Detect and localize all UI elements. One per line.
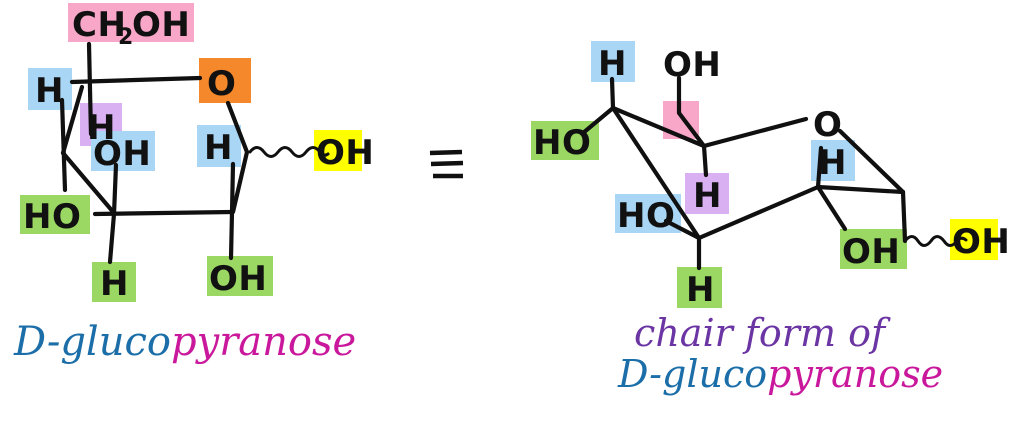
highlight-anomeric-oh-left <box>314 130 362 171</box>
bond-c5-spur <box>60 84 85 156</box>
bond-c2-h-up <box>229 161 236 215</box>
highlight-c5-h-left <box>28 68 72 110</box>
highlight-c3-oh-left <box>91 131 155 171</box>
label-haworth-c3-h: H <box>87 108 116 148</box>
highlight-c3-ho-right <box>615 194 681 233</box>
bond-chair-c5-h <box>609 76 616 111</box>
label-haworth-c4-h: H <box>100 264 129 304</box>
bond-chair-c4-h <box>701 143 709 178</box>
label-chair-c6-oh: OH <box>663 45 721 85</box>
highlight-c2-oh-left <box>207 256 273 296</box>
bond-c5-ringO <box>69 75 203 85</box>
bond-c3-h-down <box>107 211 117 265</box>
highlight-c4-h-right <box>685 173 729 214</box>
highlight-ch2oh <box>68 3 194 42</box>
label-ch2oh-c: CH <box>72 5 126 45</box>
bond-chair-c2-c3 <box>696 184 821 241</box>
label-haworth-anomeric-oh: OH <box>316 133 374 173</box>
caption-chair: chair form of D-glucopyranose <box>576 314 943 394</box>
bond-chair-c4-ringO <box>701 116 809 149</box>
label-chair-c3-ho: HO <box>617 196 675 236</box>
bond-chair-anomeric-wavy <box>903 235 968 247</box>
bond-anomeric-wavy <box>248 146 330 158</box>
bond-chair-c5-ho <box>580 105 616 136</box>
bond-ringO-c1 <box>225 100 250 155</box>
bond-chair-c3-c5 <box>610 105 702 241</box>
caption-chair-line1: chair form of <box>634 311 886 355</box>
label-chair-c5-h: H <box>598 44 627 84</box>
label-chair-c3-h: H <box>686 270 715 310</box>
label-chair-ring-oxygen: O <box>813 105 842 145</box>
highlight-c3-h-right <box>677 267 722 308</box>
highlight-c4-h-left <box>92 262 136 302</box>
bond-chair-c3-ho <box>663 218 702 241</box>
equivalence-symbol <box>429 149 464 179</box>
caption-haworth-part2: pyranose <box>170 319 357 365</box>
highlight-ring-oxygen-left <box>199 58 251 103</box>
label-chair-c4-h: H <box>693 176 722 216</box>
label-haworth-ring-oxygen: O <box>207 64 236 104</box>
label-haworth-c1-h: H <box>204 128 233 168</box>
bond-chair-c2-oh <box>815 184 848 232</box>
caption-haworth: D-glucopyranose <box>14 322 356 363</box>
bond-c1-c2 <box>230 149 250 215</box>
label-ch2oh-sub: 2 <box>118 25 133 50</box>
bond-chair-c1-c2 <box>815 184 906 195</box>
label-chair-anomeric-oh: OH <box>952 222 1010 262</box>
caption-chair-line2: D-glucopyranose <box>618 351 944 396</box>
bond-chair-c2-h <box>815 145 824 190</box>
caption-chair-part2: pyranose <box>767 351 944 396</box>
bond-c3-oh <box>111 162 119 217</box>
highlight-c2-oh-right <box>840 229 907 269</box>
highlight-c1-h-left <box>197 125 241 167</box>
bond-chair-c1-anomeric <box>900 189 908 244</box>
bond-chair-ringO-c1 <box>837 128 906 195</box>
label-chair-c2-h: H <box>818 143 847 183</box>
bond-chair-c5-c4 <box>610 105 707 149</box>
highlight-c5-h-right <box>591 41 635 82</box>
caption-haworth-part1: D-gluco <box>14 319 171 365</box>
label-haworth-c5-h: H <box>35 71 64 111</box>
bond-c2-oh-down <box>228 209 235 261</box>
haworth-skeleton <box>59 41 330 265</box>
chair-skeleton <box>580 75 968 271</box>
label-haworth-c3-oh: OH <box>93 134 151 174</box>
label-chair-c5-ho: HO <box>533 123 591 163</box>
bond-c3-c2 <box>92 209 235 217</box>
label-chair-c2-oh: OH <box>842 232 900 272</box>
bond-c6-c5 <box>86 41 94 137</box>
label-ch2oh-oh: OH <box>132 5 190 45</box>
label-haworth-c4-ho: HO <box>23 197 81 237</box>
label-haworth-c2-oh: OH <box>209 259 267 299</box>
caption-chair-part1: D-gluco <box>618 351 768 396</box>
bond-chair-c4-oh <box>676 75 707 149</box>
bond-c5-h <box>59 97 68 193</box>
highlight-c4-ho-left <box>20 195 90 234</box>
bond-c4-c3 <box>60 150 117 216</box>
